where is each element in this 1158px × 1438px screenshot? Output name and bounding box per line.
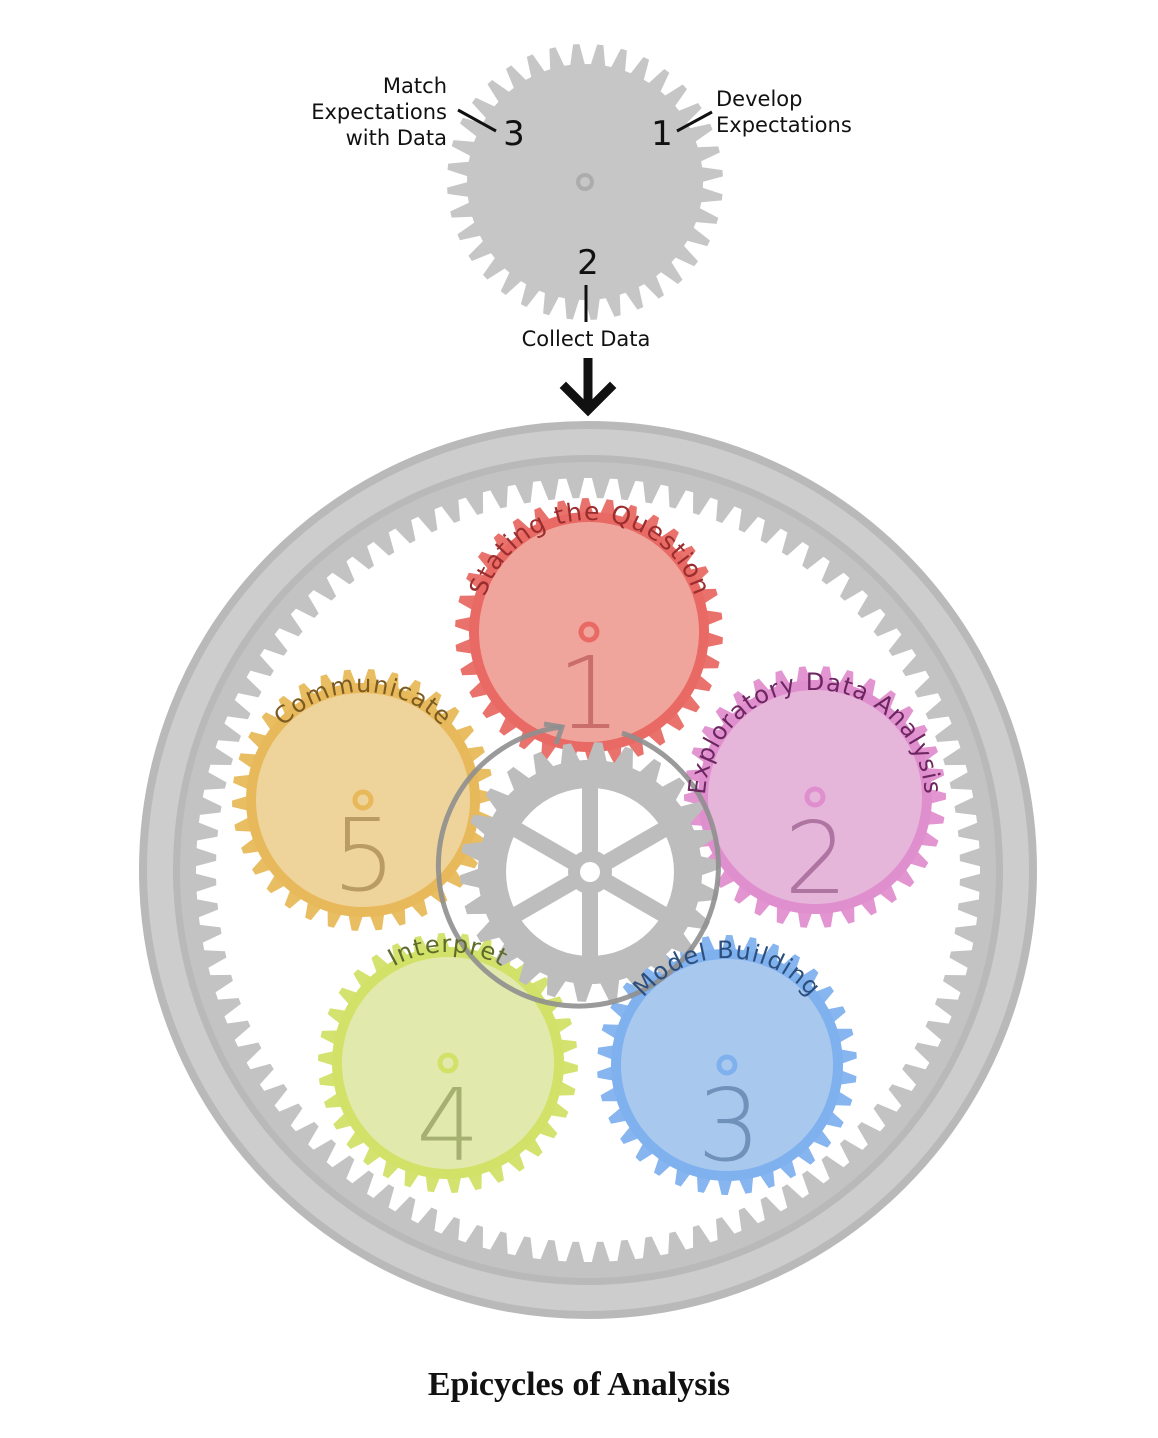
planet-gear-1: [455, 498, 723, 766]
top-gear-face: [473, 70, 697, 294]
outer-ring-edge: [139, 421, 1037, 1319]
planet-gears: [232, 498, 946, 1195]
top-gear: [447, 44, 723, 320]
planet-gear-1-face: [479, 522, 699, 742]
outer-ring-inner-edge: [173, 455, 1003, 1285]
planet-gear-5-face: [256, 693, 470, 907]
gear-3-number: 3: [697, 1067, 761, 1184]
gear-2-number: 2: [784, 800, 848, 917]
planet-gear-2: [684, 666, 946, 928]
top-step-3-label-line-1: Match: [383, 74, 447, 98]
top-step-2: 2 Collect Data: [522, 243, 651, 351]
planet-gear-3: [597, 935, 857, 1195]
top-step-1-label-line-2: Expectations: [716, 113, 852, 137]
gear-5-hub: [352, 789, 374, 811]
gear-3-hub: [716, 1054, 738, 1076]
planet-gear-4-face: [342, 957, 554, 1169]
sun-gear: [460, 742, 720, 1002]
top-step-3-label-line-3: with Data: [346, 126, 447, 150]
planet-gear-5: [232, 669, 494, 931]
outer-ring-gear: [139, 421, 1037, 1319]
outer-ring-band: [140, 422, 1036, 1318]
planet-gear-3-face: [621, 959, 833, 1171]
gear-1-number: 1: [557, 635, 621, 752]
top-step-1-number: 1: [651, 114, 673, 154]
top-step-2-number: 2: [577, 243, 599, 283]
down-arrow-icon: [559, 358, 617, 417]
cycle-arrow: [435, 721, 721, 1009]
planet-gear-2-face: [708, 690, 922, 904]
gear-1-hub: [578, 621, 600, 643]
top-step-1: 1 Develop Expectations: [651, 87, 852, 154]
gear-4-number: 4: [416, 1067, 480, 1184]
top-step-2-label-line-1: Collect Data: [522, 327, 651, 351]
gear-5-number: 5: [332, 797, 396, 914]
top-step-3-label-line-2: Expectations: [311, 100, 447, 124]
top-gear-hub: [576, 173, 594, 191]
gear-4-hub: [437, 1052, 459, 1074]
top-step-3: 3 Match Expectations with Data: [311, 74, 525, 154]
planet-gear-4: [318, 933, 578, 1193]
sun-gear-hub-hole: [580, 862, 600, 882]
gear-2-hub: [804, 786, 826, 808]
top-step-1-label-line-1: Develop: [716, 87, 802, 111]
top-step-1-leader: [676, 110, 713, 133]
diagram-caption: Epicycles of Analysis: [427, 1366, 731, 1403]
top-step-3-number: 3: [503, 114, 525, 154]
top-step-3-leader: [457, 108, 497, 133]
